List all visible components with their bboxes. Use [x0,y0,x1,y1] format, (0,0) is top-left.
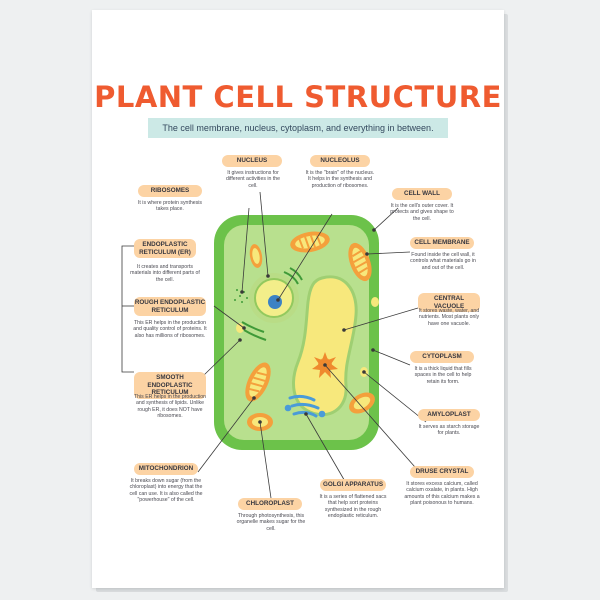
amyloplast-shape [236,323,244,333]
poster-title: PLANT CELL STRUCTURE [94,80,502,114]
poster-subtitle: The cell membrane, nucleus, cytoplasm, a… [148,118,448,138]
desc-druse-crystal: It stores excess calcium, called calcium… [404,481,480,507]
label-cell-wall: CELL WALL [392,188,452,200]
label-amyloplast: AMYLOPLAST [418,409,480,421]
desc-chloroplast: Through photosynthesis, this organelle m… [236,513,306,532]
label-ribosomes: RIBOSOMES [138,185,202,197]
desc-amyloplast: It serves as starch storage for plants. [418,424,480,437]
organelle-right [348,242,372,282]
organelle-chloroplast [245,362,271,402]
desc-nucleus: It gives instructions for different acti… [225,170,281,189]
desc-ribosomes: It is where protein synthesis takes plac… [137,200,202,213]
desc-er: It creates and transports materials into… [130,264,200,283]
desc-smooth-er: This ER helps in the production and synt… [133,394,207,420]
label-cytoplasm: CYTOPLASM [410,351,474,363]
cell-diagram [121,191,427,506]
label-rough-er: ROUGH ENDOPLASTIC RETICULUM [134,297,206,316]
leader-lines [121,191,427,506]
label-nucleolus: NUCLEOLUS [310,155,370,167]
label-golgi: GOLGI APPARATUS [320,479,386,491]
organelle-right-bottom [349,392,375,414]
amyloplast-shape [371,297,379,307]
desc-rough-er: This ER helps in the production and qual… [133,320,207,339]
desc-mitochondrion: It breaks down sugar (from the chloropla… [129,478,203,504]
organelle-top [290,231,330,253]
label-smooth-er: SMOOTH ENDOPLASTIC RETICULUM [134,372,206,399]
label-nucleus: NUCLEUS [222,155,282,167]
desc-golgi: It is a series of flattened sacs that he… [319,494,387,520]
label-er: ENDOPLASTIC RETICULUM (ER) [134,239,196,258]
label-central-vacuole: CENTRAL VACUOLE [418,293,480,312]
desc-nucleolus: It is the "brain" of the nucleus. It hel… [305,170,375,189]
desc-cytoplasm: It is a thick liquid that fills spaces i… [414,366,472,385]
label-chloroplast: CHLOROPLAST [238,498,302,510]
desc-central-vacuole: It stores waste, water, and nutrients. M… [418,308,480,327]
desc-cell-wall: It is the cell's outer cover. It protect… [390,203,454,222]
label-druse-crystal: DRUSE CRYSTAL [410,466,474,478]
organelle-left-top [249,244,263,268]
label-mitochondrion: MITOCHONDRION [134,463,198,475]
desc-cell-membrane: Found inside the cell wall, it controls … [410,252,476,271]
poster: PLANT CELL STRUCTURE The cell membrane, … [92,10,504,588]
label-cell-membrane: CELL MEMBRANE [410,237,474,249]
